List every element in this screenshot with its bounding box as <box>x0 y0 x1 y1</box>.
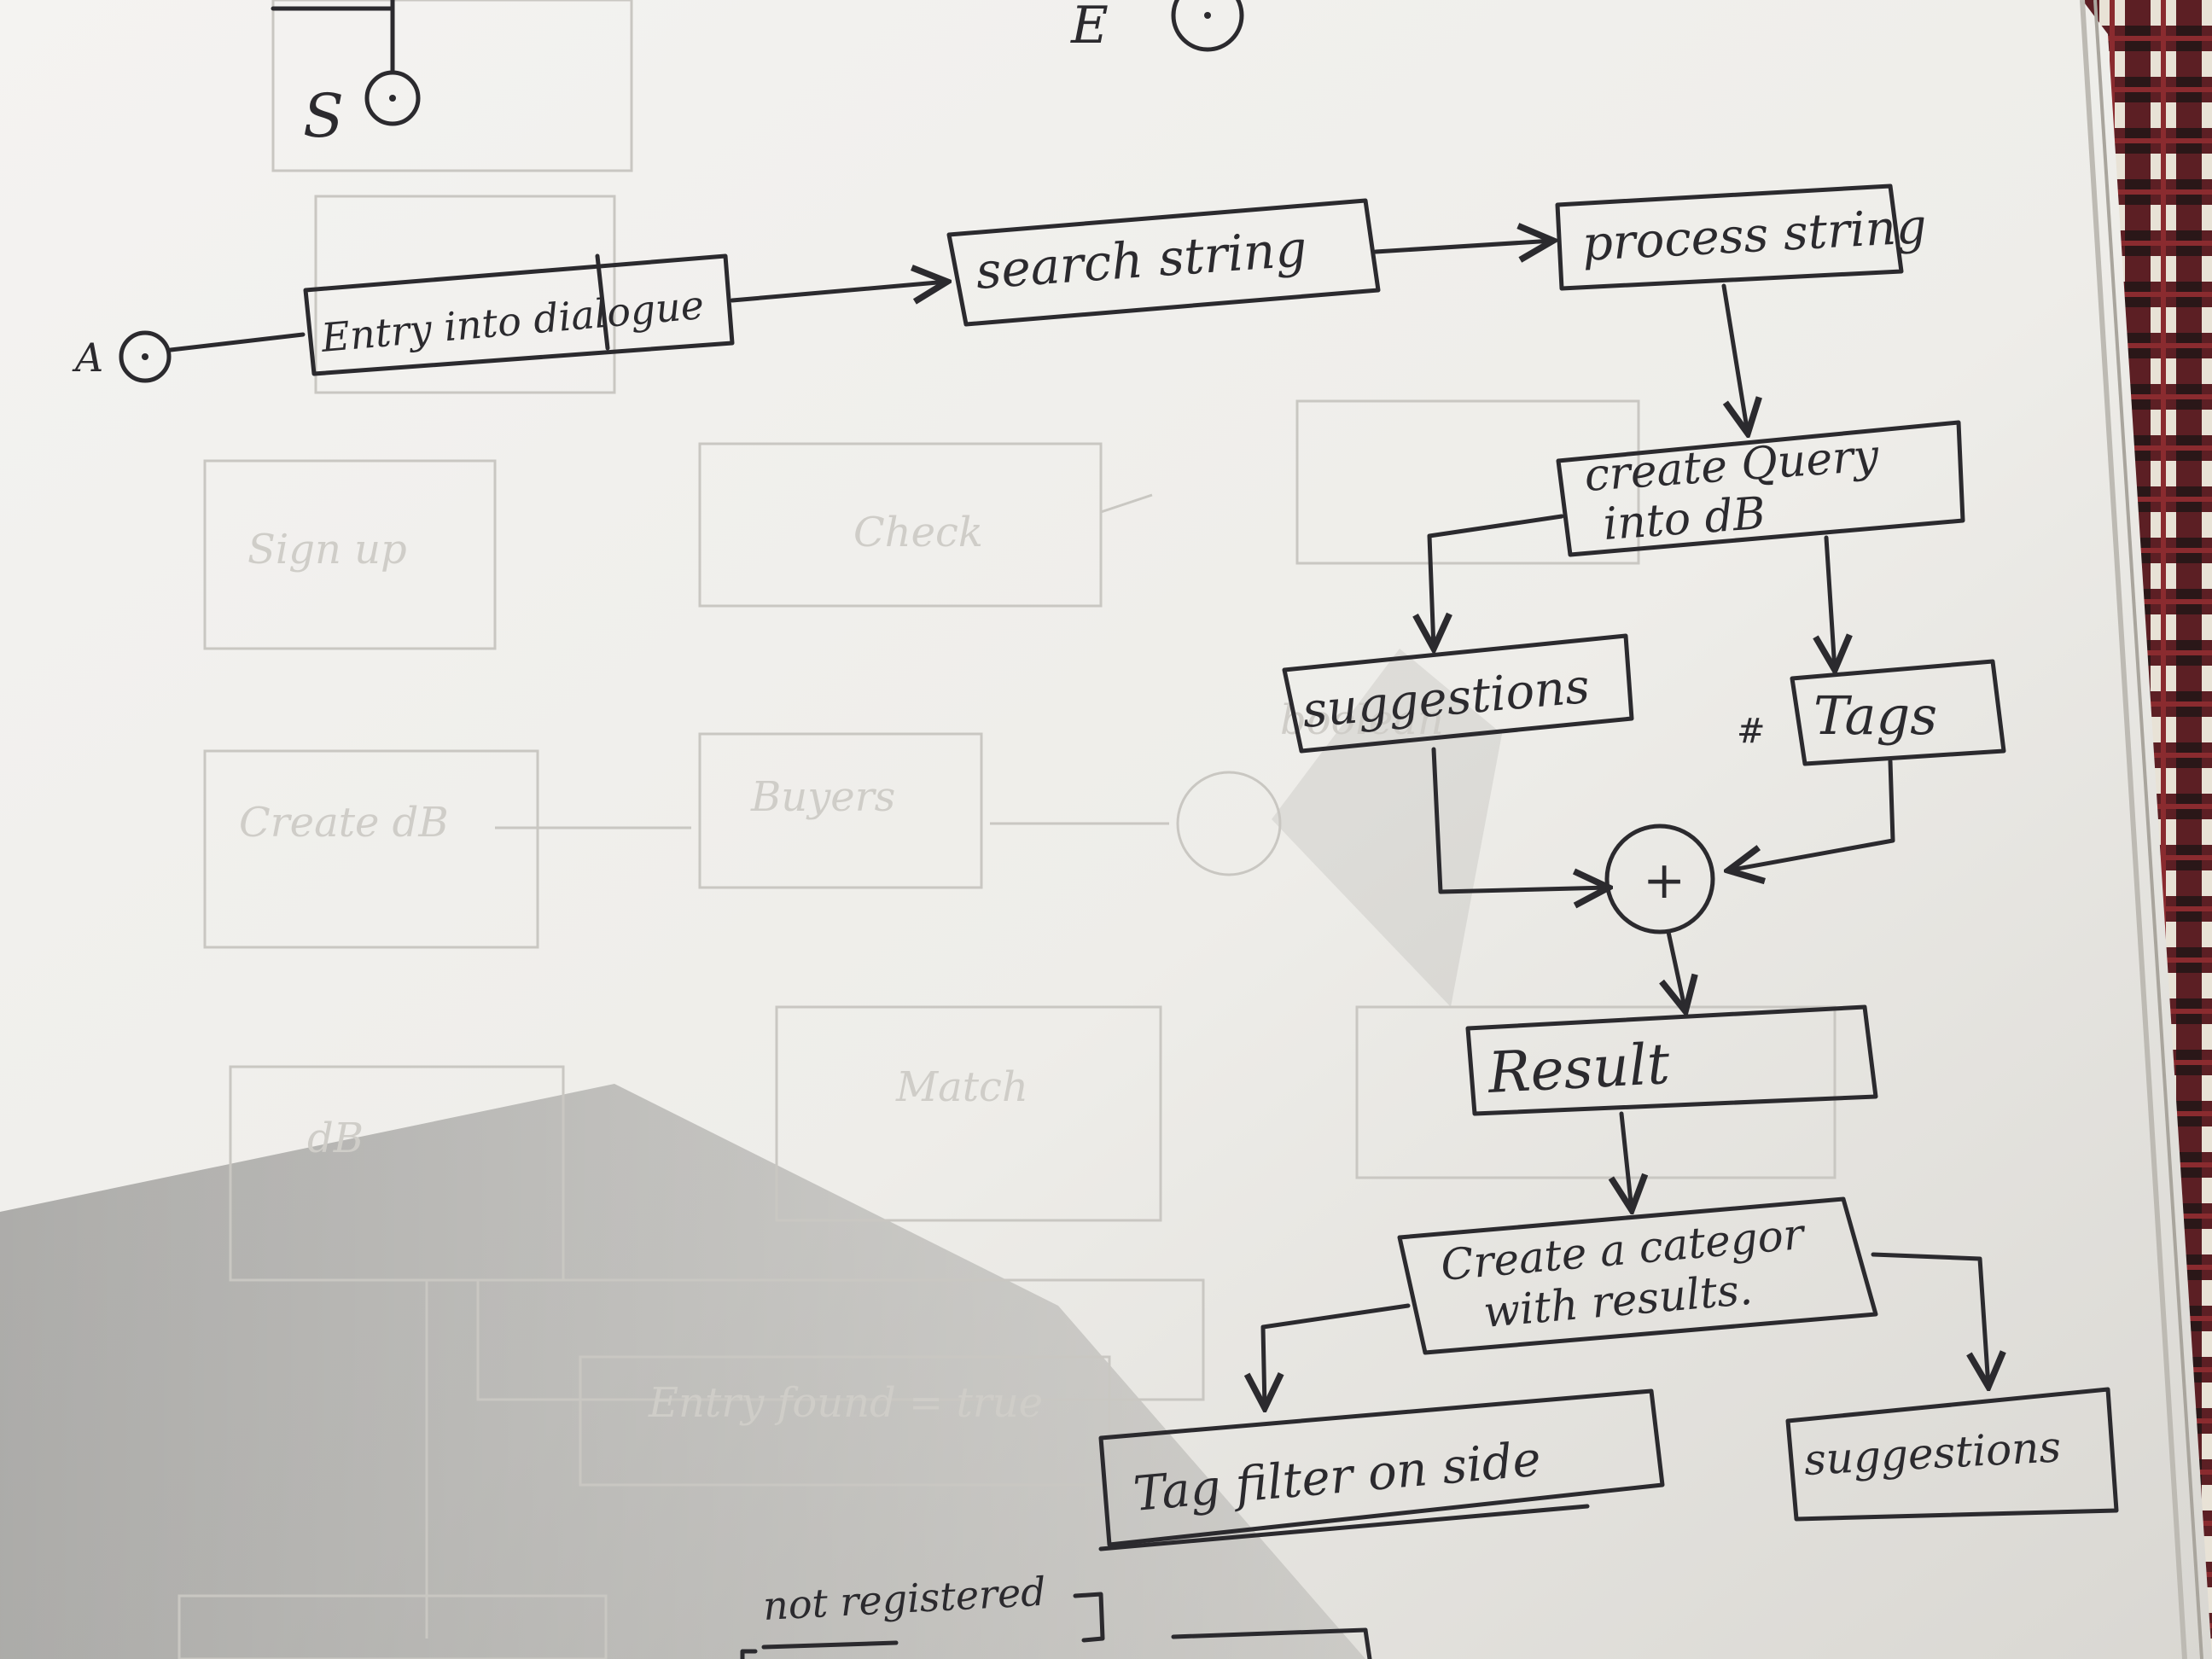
label-s: S <box>303 81 344 151</box>
end-node-s <box>364 70 421 126</box>
svg-text:Entry found = true: Entry found = true <box>648 1379 1043 1427</box>
end-node-e <box>1171 0 1244 52</box>
top-fragment: S E <box>271 0 1244 151</box>
tags-label: Tags <box>1813 684 1937 747</box>
tags-mark: # <box>1737 712 1766 751</box>
result-label: Result <box>1486 1031 1672 1106</box>
merge-label: + <box>1643 851 1685 911</box>
label-e: E <box>1070 0 1109 55</box>
svg-text:Match: Match <box>895 1063 1028 1111</box>
merge-node: + <box>1604 824 1715 934</box>
box-tags: Tags # <box>1737 659 2006 766</box>
svg-text:dB: dB <box>307 1115 364 1162</box>
bleed-through-ghost: Check Sign up Create dB Buyers Match dB … <box>178 0 1837 1659</box>
svg-text:boolean: boolean <box>1280 696 1444 744</box>
create-query-line2: into dB <box>1602 488 1767 550</box>
svg-text:Sign up: Sign up <box>247 526 407 573</box>
svg-text:Create dB: Create dB <box>239 799 449 847</box>
box-result: Result <box>1465 1004 1878 1116</box>
shadow-region <box>0 1084 1365 1659</box>
start-node <box>119 330 172 383</box>
start-label: A <box>72 335 103 381</box>
svg-text:Check: Check <box>853 509 983 556</box>
svg-text:Buyers: Buyers <box>750 773 895 821</box>
